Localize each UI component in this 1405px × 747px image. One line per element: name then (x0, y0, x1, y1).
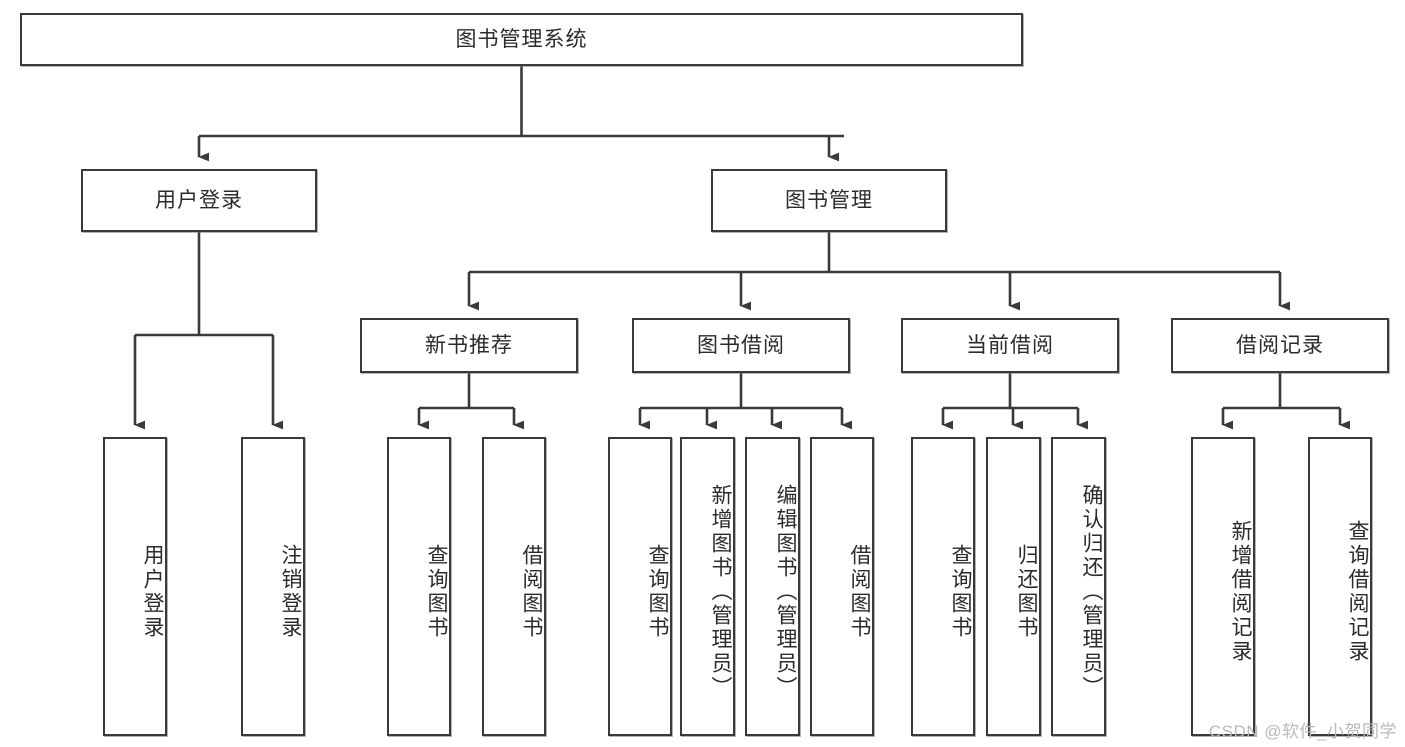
node-new-book-recommend-label: 新书推荐 (425, 333, 513, 357)
csdn-watermark: CSDN @软件_小贺同学 (1208, 722, 1397, 741)
node-user-login-label: 用户登录 (155, 188, 243, 212)
node-leaf-query-book-rec-label: 查询图书 (425, 543, 448, 640)
node-root-label: 图书管理系统 (455, 27, 588, 51)
node-leaf-borrow-book-label: 借阅图书 (848, 543, 871, 640)
node-leaf-add-borrow-record-label: 新增借阅记录 (1229, 519, 1252, 664)
node-book-management-label: 图书管理 (785, 188, 873, 212)
node-leaf-query-borrow-record[interactable]: 查询借阅记录 (1308, 437, 1372, 736)
node-leaf-confirm-return-admin-label: 确认归还（管理员） (1080, 483, 1103, 700)
node-leaf-query-book-rec[interactable]: 查询图书 (387, 437, 451, 736)
node-leaf-confirm-return-admin[interactable]: 确认归还（管理员） (1051, 437, 1106, 736)
node-leaf-borrow-book[interactable]: 借阅图书 (810, 437, 874, 736)
node-user-login[interactable]: 用户登录 (81, 169, 317, 232)
node-book-borrow-label: 图书借阅 (697, 333, 785, 357)
node-current-borrow-label: 当前借阅 (966, 333, 1054, 357)
node-leaf-return-book-label: 归还图书 (1015, 543, 1038, 640)
node-borrow-record-label: 借阅记录 (1236, 333, 1324, 357)
node-leaf-query-book-label: 查询图书 (646, 543, 669, 640)
node-leaf-add-borrow-record[interactable]: 新增借阅记录 (1191, 437, 1255, 736)
node-leaf-edit-book-admin-label: 编辑图书（管理员） (774, 483, 797, 700)
node-leaf-query-book-current[interactable]: 查询图书 (911, 437, 975, 736)
node-leaf-query-book-current-label: 查询图书 (949, 543, 972, 640)
node-root[interactable]: 图书管理系统 (20, 13, 1023, 66)
node-current-borrow[interactable]: 当前借阅 (901, 318, 1119, 373)
node-leaf-user-login[interactable]: 用户登录 (103, 437, 167, 736)
node-leaf-edit-book-admin[interactable]: 编辑图书（管理员） (745, 437, 800, 736)
node-leaf-user-logout-label: 注销登录 (279, 543, 302, 640)
node-leaf-query-book[interactable]: 查询图书 (608, 437, 672, 736)
node-book-borrow[interactable]: 图书借阅 (632, 318, 850, 373)
node-borrow-record[interactable]: 借阅记录 (1171, 318, 1389, 373)
node-new-book-recommend[interactable]: 新书推荐 (360, 318, 578, 373)
node-leaf-add-book-admin-label: 新增图书（管理员） (709, 483, 732, 700)
node-leaf-user-login-label: 用户登录 (141, 543, 164, 640)
node-leaf-return-book[interactable]: 归还图书 (986, 437, 1041, 736)
node-leaf-query-borrow-record-label: 查询借阅记录 (1346, 519, 1369, 664)
node-book-management[interactable]: 图书管理 (711, 169, 947, 232)
node-leaf-add-book-admin[interactable]: 新增图书（管理员） (680, 437, 735, 736)
node-leaf-borrow-book-rec-label: 借阅图书 (520, 543, 543, 640)
node-leaf-user-logout[interactable]: 注销登录 (241, 437, 305, 736)
node-leaf-borrow-book-rec[interactable]: 借阅图书 (482, 437, 546, 736)
